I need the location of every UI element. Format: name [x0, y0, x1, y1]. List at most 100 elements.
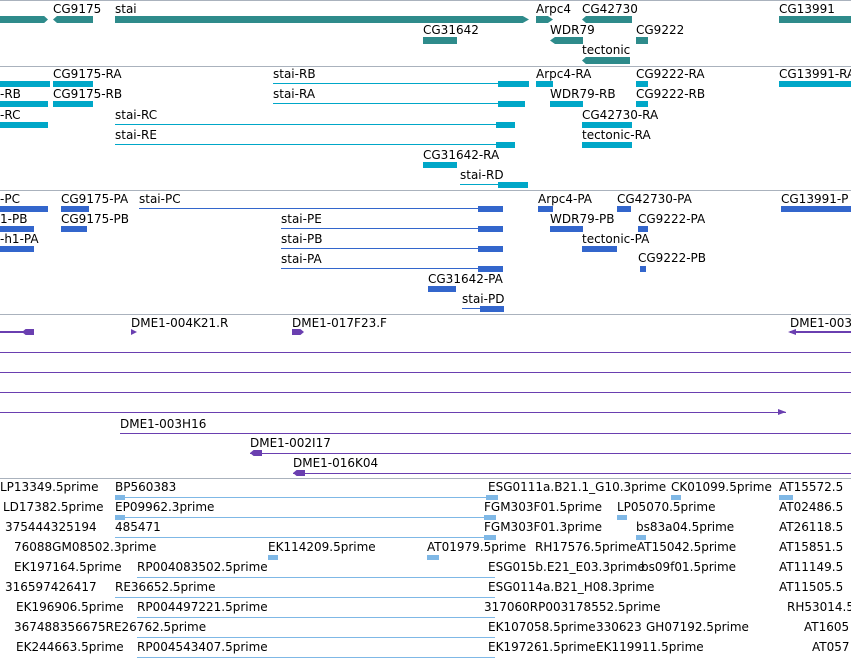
transcript-glyph[interactable] — [536, 81, 553, 87]
protein-label[interactable]: CG9222-PB — [638, 251, 707, 265]
est-glyph[interactable] — [617, 515, 627, 520]
bac-label[interactable]: DME1-003H16 — [120, 417, 207, 431]
bac-glyph[interactable] — [0, 392, 851, 393]
transcript-glyph[interactable] — [779, 81, 851, 87]
est-label[interactable]: AT15572.5 — [779, 480, 844, 494]
protein-label[interactable]: stai-PC — [139, 192, 181, 206]
est-label[interactable]: AT26118.5 — [779, 520, 844, 534]
protein-glyph[interactable] — [478, 246, 503, 252]
est-label[interactable]: 375444325194 — [5, 520, 97, 534]
est-label[interactable]: FGM303F01.5prime — [484, 500, 603, 514]
protein-glyph[interactable] — [478, 266, 503, 272]
bac-glyph[interactable] — [0, 331, 34, 333]
protein-label[interactable]: -h1-PA — [0, 232, 39, 246]
transcript-label[interactable]: stai-RB — [273, 67, 316, 81]
bac-end-glyph[interactable] — [778, 409, 786, 415]
bac-glyph[interactable] — [293, 473, 851, 474]
est-glyph[interactable] — [427, 555, 439, 560]
protein-glyph[interactable] — [550, 226, 583, 232]
transcript-label[interactable]: Arpc4-RA — [536, 67, 592, 81]
protein-label[interactable]: Arpc4-PA — [538, 192, 592, 206]
est-glyph[interactable] — [484, 535, 496, 540]
protein-glyph[interactable] — [480, 306, 504, 312]
transcript-label[interactable]: tectonic-RA — [582, 128, 651, 142]
protein-label[interactable]: stai-PB — [281, 232, 323, 246]
est-label[interactable]: AT057 — [812, 640, 850, 654]
transcript-glyph[interactable] — [0, 81, 50, 87]
gene-label[interactable]: CG31642 — [423, 23, 479, 37]
protein-label[interactable]: -PC — [0, 192, 20, 206]
protein-label[interactable]: CG9175-PB — [61, 212, 130, 226]
bac-end-glyph[interactable] — [131, 329, 137, 335]
bac-end-glyph[interactable] — [788, 329, 796, 335]
est-label[interactable]: AT15042.5prime — [637, 540, 737, 554]
protein-glyph[interactable] — [61, 226, 87, 232]
bac-glyph[interactable] — [790, 331, 851, 333]
protein-label[interactable]: stai-PA — [281, 252, 322, 266]
bac-glyph[interactable] — [0, 372, 851, 373]
est-label[interactable]: AT02486.5 — [779, 500, 844, 514]
gene-label[interactable]: CG13991 — [779, 2, 835, 16]
bac-glyph[interactable] — [0, 412, 786, 413]
est-glyph[interactable] — [484, 515, 496, 520]
est-label[interactable]: CK01099.5prime — [671, 480, 772, 494]
est-label[interactable]: RH53014.5 — [787, 600, 851, 614]
est-label[interactable]: EK107058.5prime — [488, 620, 596, 634]
gene-label[interactable]: CG9175 — [53, 2, 102, 16]
gene-label[interactable]: CG42730 — [582, 2, 638, 16]
gene-glyph[interactable] — [636, 37, 648, 44]
est-label[interactable]: 76088GM08502.3prime — [14, 540, 157, 554]
transcript-label[interactable]: stai-RD — [460, 168, 504, 182]
est-glyph[interactable] — [779, 495, 793, 500]
est-label[interactable]: LD17382.5prime — [3, 500, 104, 514]
transcript-glyph[interactable] — [498, 101, 525, 107]
est-label[interactable]: EK114209.5prime — [268, 540, 376, 554]
est-label[interactable]: RE36652.5prime — [115, 580, 216, 594]
est-label[interactable]: AT11505.5 — [779, 580, 844, 594]
gene-glyph[interactable] — [115, 16, 529, 23]
est-glyph[interactable] — [115, 537, 495, 538]
protein-glyph[interactable] — [781, 206, 851, 212]
est-label[interactable]: GH07192.5prime — [646, 620, 749, 634]
est-label[interactable]: AT15851.5 — [779, 540, 844, 554]
bac-label[interactable]: DME1-017F23.F — [292, 316, 387, 330]
bac-end-glyph[interactable] — [292, 329, 304, 335]
protein-label[interactable]: CG9175-PA — [61, 192, 129, 206]
transcript-line[interactable] — [460, 184, 528, 185]
transcript-label[interactable]: CG13991-RA — [779, 67, 851, 81]
protein-glyph[interactable] — [617, 206, 631, 212]
protein-label[interactable]: CG9222-PA — [638, 212, 706, 226]
est-label[interactable]: LP05070.5prime — [617, 500, 716, 514]
transcript-glyph[interactable] — [496, 122, 515, 128]
protein-glyph[interactable] — [538, 206, 553, 212]
est-label[interactable]: EP09962.3prime — [115, 500, 215, 514]
protein-line[interactable] — [281, 228, 503, 229]
protein-line[interactable] — [139, 208, 503, 209]
bac-end-glyph[interactable] — [293, 470, 305, 476]
est-label[interactable]: RH17576.5prime — [535, 540, 637, 554]
est-glyph[interactable] — [115, 515, 125, 520]
est-label[interactable]: ESG0111a.B21.1_G10.3prime — [488, 480, 667, 494]
protein-line[interactable] — [281, 268, 503, 269]
protein-glyph[interactable] — [582, 246, 617, 252]
protein-glyph[interactable] — [0, 246, 34, 252]
est-glyph[interactable] — [115, 495, 125, 500]
gene-glyph[interactable] — [550, 37, 583, 44]
transcript-label[interactable]: CG9175-RA — [53, 67, 122, 81]
est-glyph[interactable] — [486, 495, 498, 500]
protein-label[interactable]: stai-PE — [281, 212, 322, 226]
protein-line[interactable] — [281, 248, 503, 249]
transcript-glyph[interactable] — [0, 101, 48, 107]
bac-glyph[interactable] — [250, 453, 851, 454]
est-glyph[interactable] — [268, 555, 278, 560]
transcript-glyph[interactable] — [498, 81, 529, 87]
gene-label[interactable]: WDR79 — [550, 23, 595, 37]
transcript-label[interactable]: stai-RE — [115, 128, 157, 142]
protein-glyph[interactable] — [0, 206, 48, 212]
est-label[interactable]: EK197261.5prime — [488, 640, 596, 654]
transcript-line[interactable] — [273, 103, 525, 104]
gene-glyph[interactable] — [0, 16, 48, 23]
transcript-line[interactable] — [115, 124, 515, 125]
gene-label[interactable]: stai — [115, 2, 137, 16]
est-label[interactable]: RP004543407.5prime — [137, 640, 268, 654]
